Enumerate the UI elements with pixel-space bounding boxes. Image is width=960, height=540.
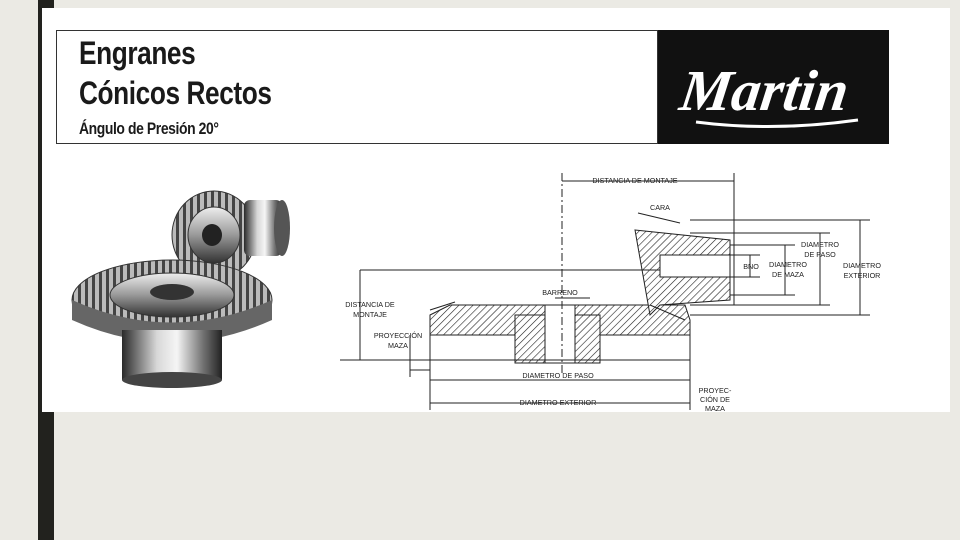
label-distancia-montaje-left-2: MONTAJE <box>353 310 387 319</box>
label-diametro-paso-right-1: DIAMETRO <box>801 240 839 249</box>
logo-text: Martin <box>675 58 853 123</box>
label-bno: BNO <box>743 262 759 271</box>
label-barreno: BARRENO <box>542 288 578 297</box>
label-proyeccion-maza-right-1: PROYEC- <box>699 386 732 395</box>
label-proyeccion-maza-right-3: MAZA <box>705 404 725 413</box>
label-diametro-exterior-bottom: DIAMETRO EXTERIOR <box>520 398 597 407</box>
label-proyeccion-maza-left-1: PROYECCIÓN <box>374 331 422 340</box>
label-diametro-maza-1: DIAMETRO <box>769 260 807 269</box>
subtitle: Ángulo de Presión 20° <box>79 119 219 138</box>
bevel-gear-photo <box>71 190 290 388</box>
label-diametro-maza-2: DE MAZA <box>772 270 804 279</box>
label-diametro-exterior-right-1: DIAMETRO <box>843 261 881 270</box>
label-proyeccion-maza-left-2: MAZA <box>388 341 408 350</box>
label-proyeccion-maza-right-2: CIÓN DE <box>700 395 730 404</box>
label-diametro-paso-right-2: DE PASO <box>804 250 836 259</box>
title-header-box: Engranes Cónicos Rectos Ángulo de Presió… <box>56 30 658 144</box>
label-diametro-exterior-right-2: EXTERIOR <box>844 271 881 280</box>
title-line-2: Cónicos Rectos <box>79 75 272 111</box>
label-distancia-montaje-top: DISTANCIA DE MONTAJE <box>592 176 677 185</box>
martin-logo: Martin <box>658 30 889 144</box>
label-diametro-paso-bottom: DIAMETRO DE PASO <box>522 371 594 380</box>
label-cara: CARA <box>650 203 670 212</box>
gear-dimension-drawing: DISTANCIA DE MONTAJE CARA DIAMETRO DE PA… <box>340 173 881 413</box>
label-distancia-montaje-left-1: DISTANCIA DE <box>345 300 395 309</box>
title-line-1: Engranes <box>79 35 196 71</box>
